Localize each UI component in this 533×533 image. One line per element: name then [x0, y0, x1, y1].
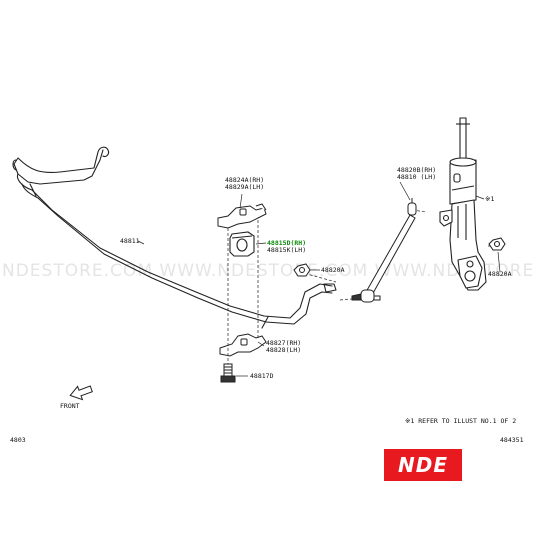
refer-note: ※1 REFER TO ILLUST NO.1 OF 2: [405, 417, 516, 425]
shock-absorber: [439, 117, 506, 291]
label-48810[interactable]: 48810 (LH): [397, 173, 436, 181]
upper-bracket: [217, 203, 267, 229]
label-48829a[interactable]: 48829A(LH): [225, 183, 264, 191]
code-right: 484351: [500, 436, 524, 444]
stabilizer-bushing: [229, 231, 255, 257]
front-arrow-icon: [69, 385, 93, 401]
label-48811[interactable]: 48811: [120, 237, 140, 245]
brand-text: NDE: [397, 453, 448, 477]
stabilizer-link: [351, 198, 417, 303]
mount-bolt: [220, 363, 236, 383]
label-48824a[interactable]: 48824A(RH): [225, 176, 264, 184]
code-left: 4803: [10, 436, 26, 444]
label-48820a-right[interactable]: 48820A: [488, 270, 512, 278]
label-ref1: ※1: [485, 195, 494, 203]
label-48820a-mid[interactable]: 48820A: [321, 266, 345, 274]
label-48815d[interactable]: 48815D(RH): [267, 239, 306, 247]
label-48817d[interactable]: 48817D: [250, 372, 274, 380]
brand-logo: NDE: [384, 449, 462, 481]
leader-lines: [137, 181, 501, 377]
label-48820b[interactable]: 48820B(RH): [397, 166, 436, 174]
label-48827[interactable]: 48827(RH): [266, 339, 301, 347]
stabilizer-bar: [12, 146, 337, 329]
lower-bracket: [219, 333, 267, 357]
stabilizer-nut: [293, 263, 311, 277]
part-labels: 48811 48824A(RH) 48829A(LH) 48815D(RH) 4…: [10, 166, 524, 444]
label-front: FRONT: [60, 402, 80, 410]
watermark: NDESTORE.COM WWW.NDESTORE.COM WWW.NDESTO…: [2, 261, 533, 281]
label-48815k[interactable]: 48815K(LH): [267, 246, 306, 254]
label-48828[interactable]: 48828(LH): [266, 346, 301, 354]
